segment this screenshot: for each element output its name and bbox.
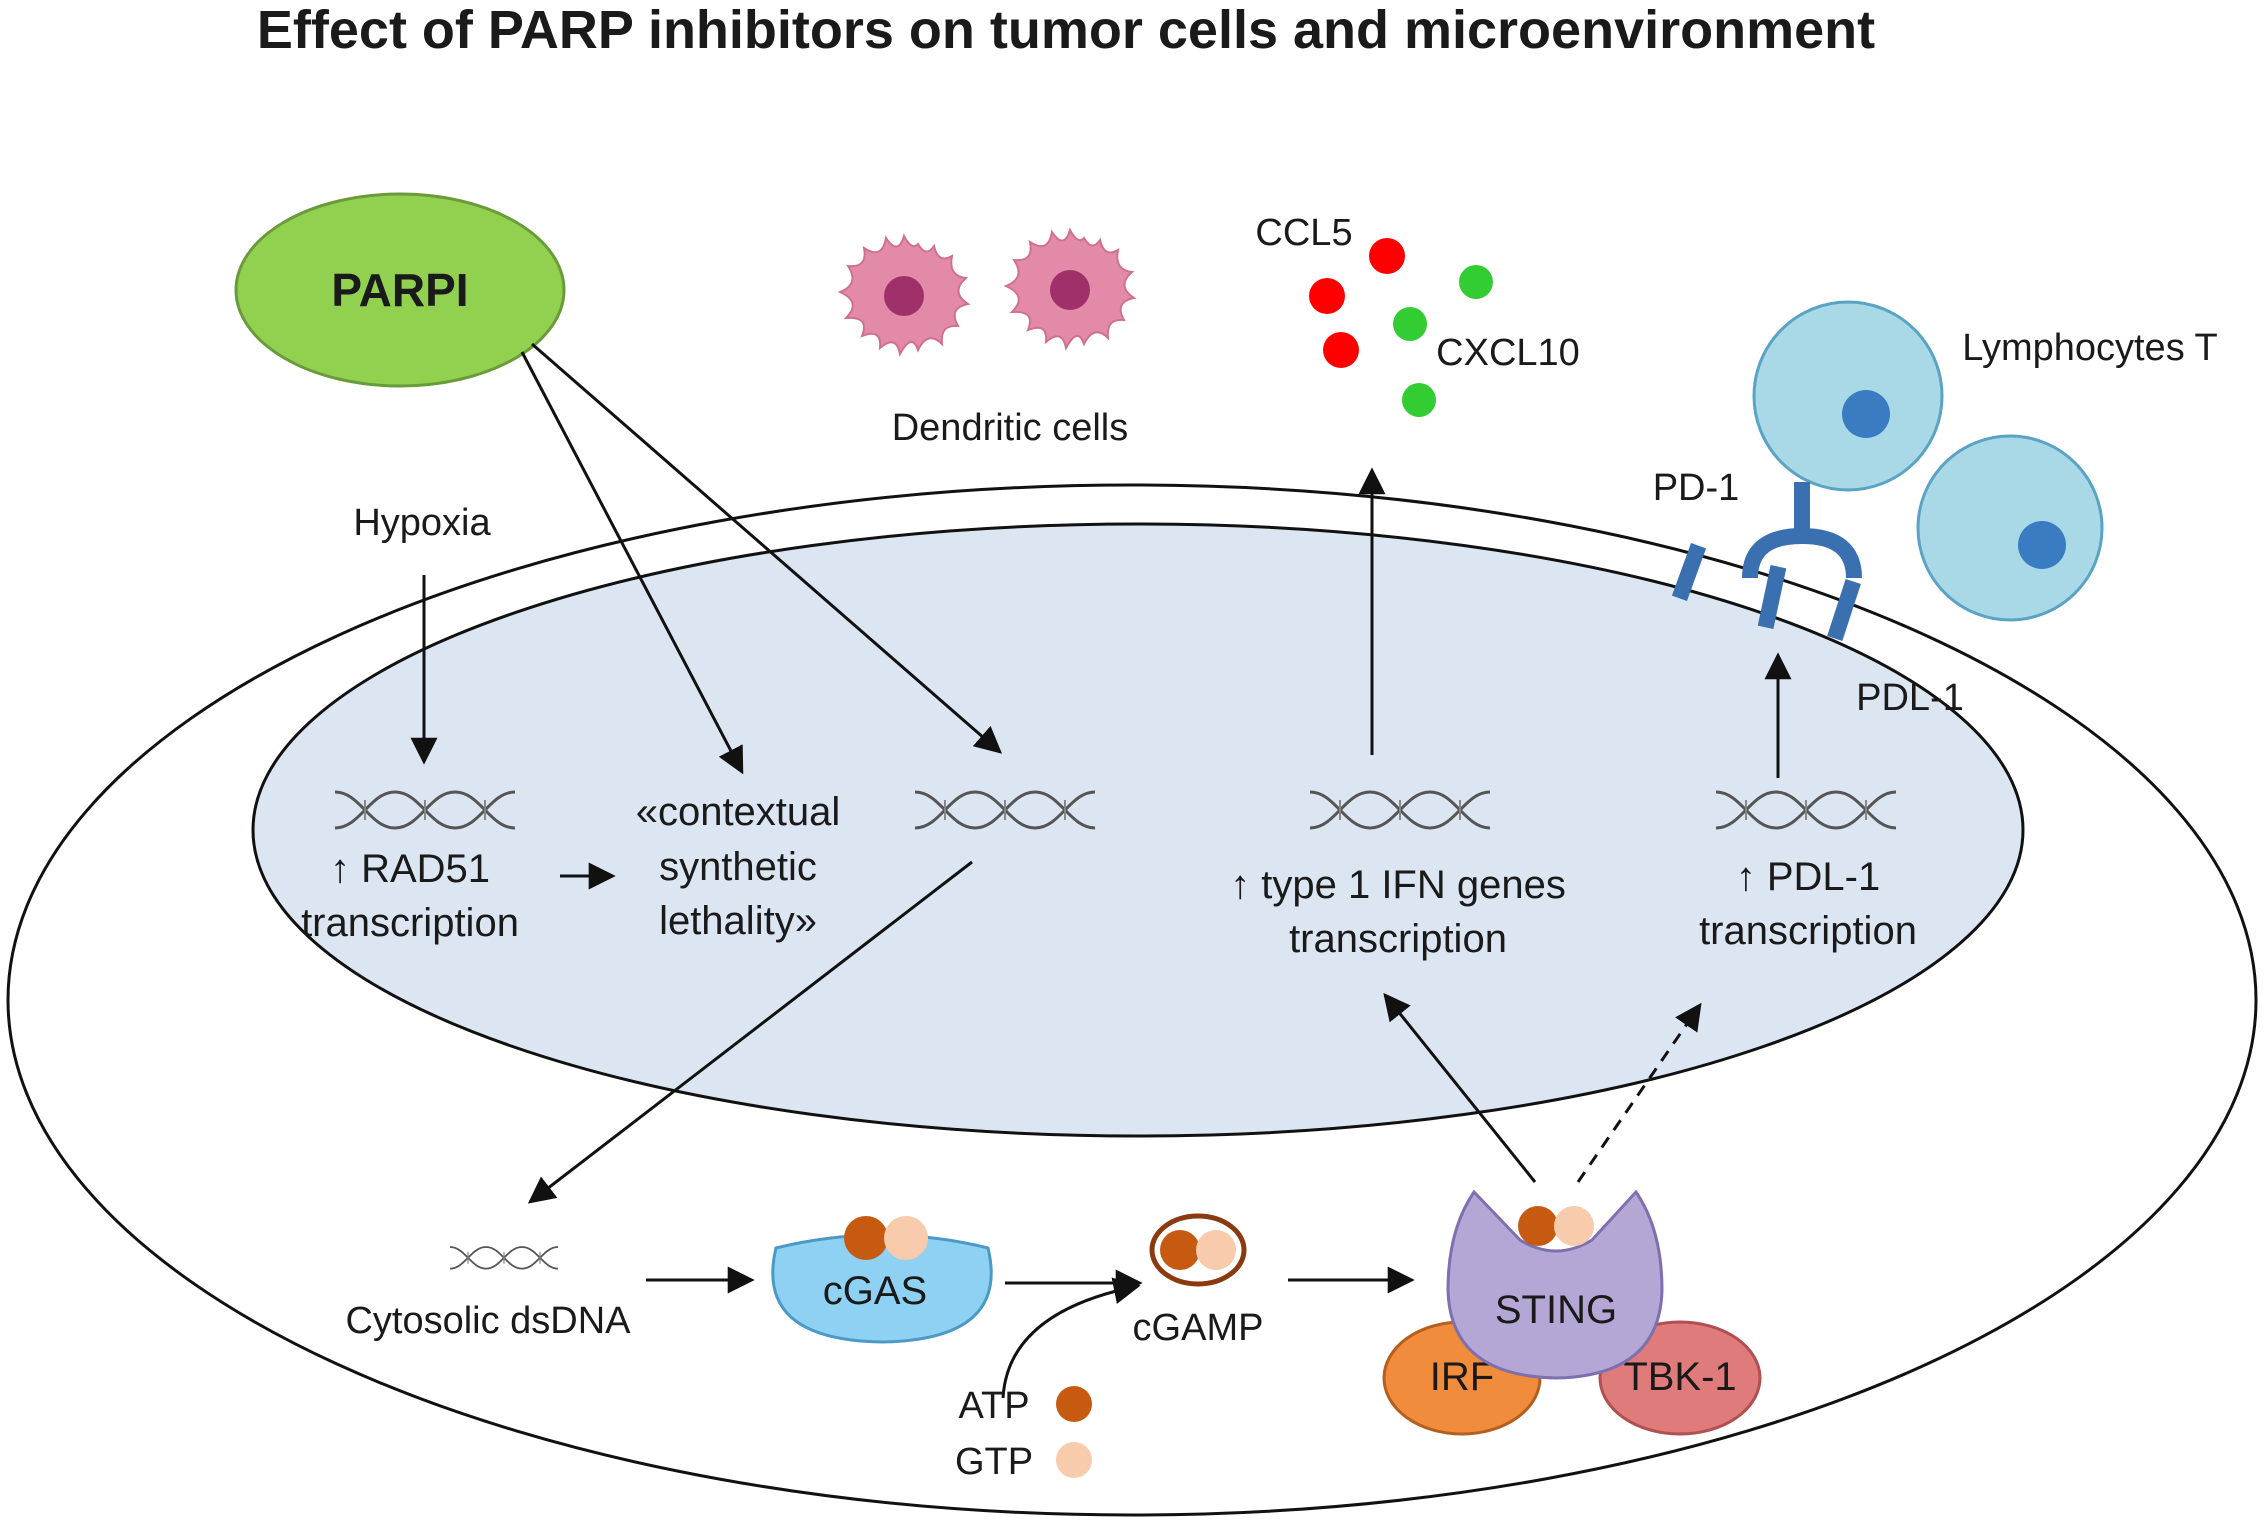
gtp-label: GTP	[955, 1441, 1033, 1483]
rad51-label-line2: transcription	[301, 901, 519, 945]
ccl5-label: CCL5	[1255, 212, 1352, 254]
cxcl10-dot-2	[1393, 307, 1427, 341]
lymphocyte-cell-2	[1916, 434, 2104, 622]
cxcl10-dot-3	[1402, 383, 1436, 417]
sting-gtp-dot	[1554, 1206, 1594, 1246]
parpi-to-dna-arrow	[531, 342, 1003, 754]
nucleus	[251, 522, 2025, 1138]
parpi-label: PARPI	[331, 264, 468, 316]
pdl1-membrane-bar-3	[1827, 578, 1861, 642]
sting-to-pdl1-dashed-arrow	[1576, 1002, 1702, 1183]
tbk1-label: TBK-1	[1623, 1355, 1736, 1399]
csl-label-line3: lethality»	[659, 899, 817, 943]
dendritic-cell-icon-1	[839, 235, 969, 355]
pd1-label: PD-1	[1653, 467, 1740, 509]
csl-label-line2: synthetic	[659, 845, 817, 889]
irf-label: IRF	[1430, 1355, 1494, 1399]
cgamp-label: cGAMP	[1133, 1307, 1264, 1349]
pdl1-transcription-line1: ↑ PDL-1	[1736, 855, 1881, 899]
csl-label-line1: «contextual	[636, 790, 841, 834]
atp-label: ATP	[958, 1385, 1029, 1427]
lymphocyte-nucleus-2	[2018, 521, 2066, 569]
pd1-receptor-icon	[1742, 482, 1862, 579]
cxcl10-label: CXCL10	[1436, 332, 1580, 374]
parpi-node	[234, 192, 566, 388]
diagram-title: Effect of PARP inhibitors on tumor cells…	[257, 0, 1875, 60]
sting-protein	[1446, 1189, 1664, 1380]
dendritic-cells-label: Dendritic cells	[892, 407, 1129, 449]
hypoxia-label: Hypoxia	[353, 502, 491, 544]
parpi-to-csl-arrow	[520, 351, 744, 775]
sting-atp-dot	[1518, 1206, 1558, 1246]
cxcl10-dot-1	[1459, 265, 1493, 299]
ifn-label-line2: transcription	[1289, 917, 1507, 961]
cytosolic-dsdna-label: Cytosolic dsDNA	[345, 1300, 631, 1342]
sting-to-ifn-arrow	[1383, 992, 1537, 1183]
ccl5-dot-3	[1323, 332, 1359, 368]
rad51-label-line1: ↑ RAD51	[330, 847, 490, 891]
pdl1-membrane-bar-2	[1757, 565, 1787, 629]
ccl5-dot-2	[1309, 278, 1345, 314]
cgas-label: cGAS	[823, 1269, 927, 1313]
cgas-gtp-dot	[884, 1216, 928, 1260]
atp-dot	[1056, 1386, 1092, 1422]
dendritic-cell-icon-2	[1005, 229, 1135, 349]
gtp-dot	[1056, 1442, 1092, 1478]
ifn-label-line1: ↑ type 1 IFN genes	[1230, 863, 1566, 907]
pdl1-transcription-line2: transcription	[1699, 909, 1917, 953]
lymphocyte-cell-1	[1752, 300, 1944, 492]
ccl5-dot-1	[1369, 238, 1405, 274]
cgamp-atp-dot	[1160, 1230, 1200, 1270]
atp-gtp-to-cgamp-arrow	[1001, 1277, 1141, 1399]
dna-to-cytosol-arrow	[527, 860, 973, 1204]
pdl1-label: PDL-1	[1856, 677, 1964, 719]
cgamp-gtp-dot	[1196, 1230, 1236, 1270]
lymphocytes-label: Lymphocytes T	[1962, 327, 2218, 369]
lymphocyte-nucleus-1	[1842, 390, 1890, 438]
pdl1-membrane-bar-1	[1671, 542, 1707, 602]
cgas-atp-dot	[844, 1216, 888, 1260]
sting-label: STING	[1495, 1288, 1617, 1332]
